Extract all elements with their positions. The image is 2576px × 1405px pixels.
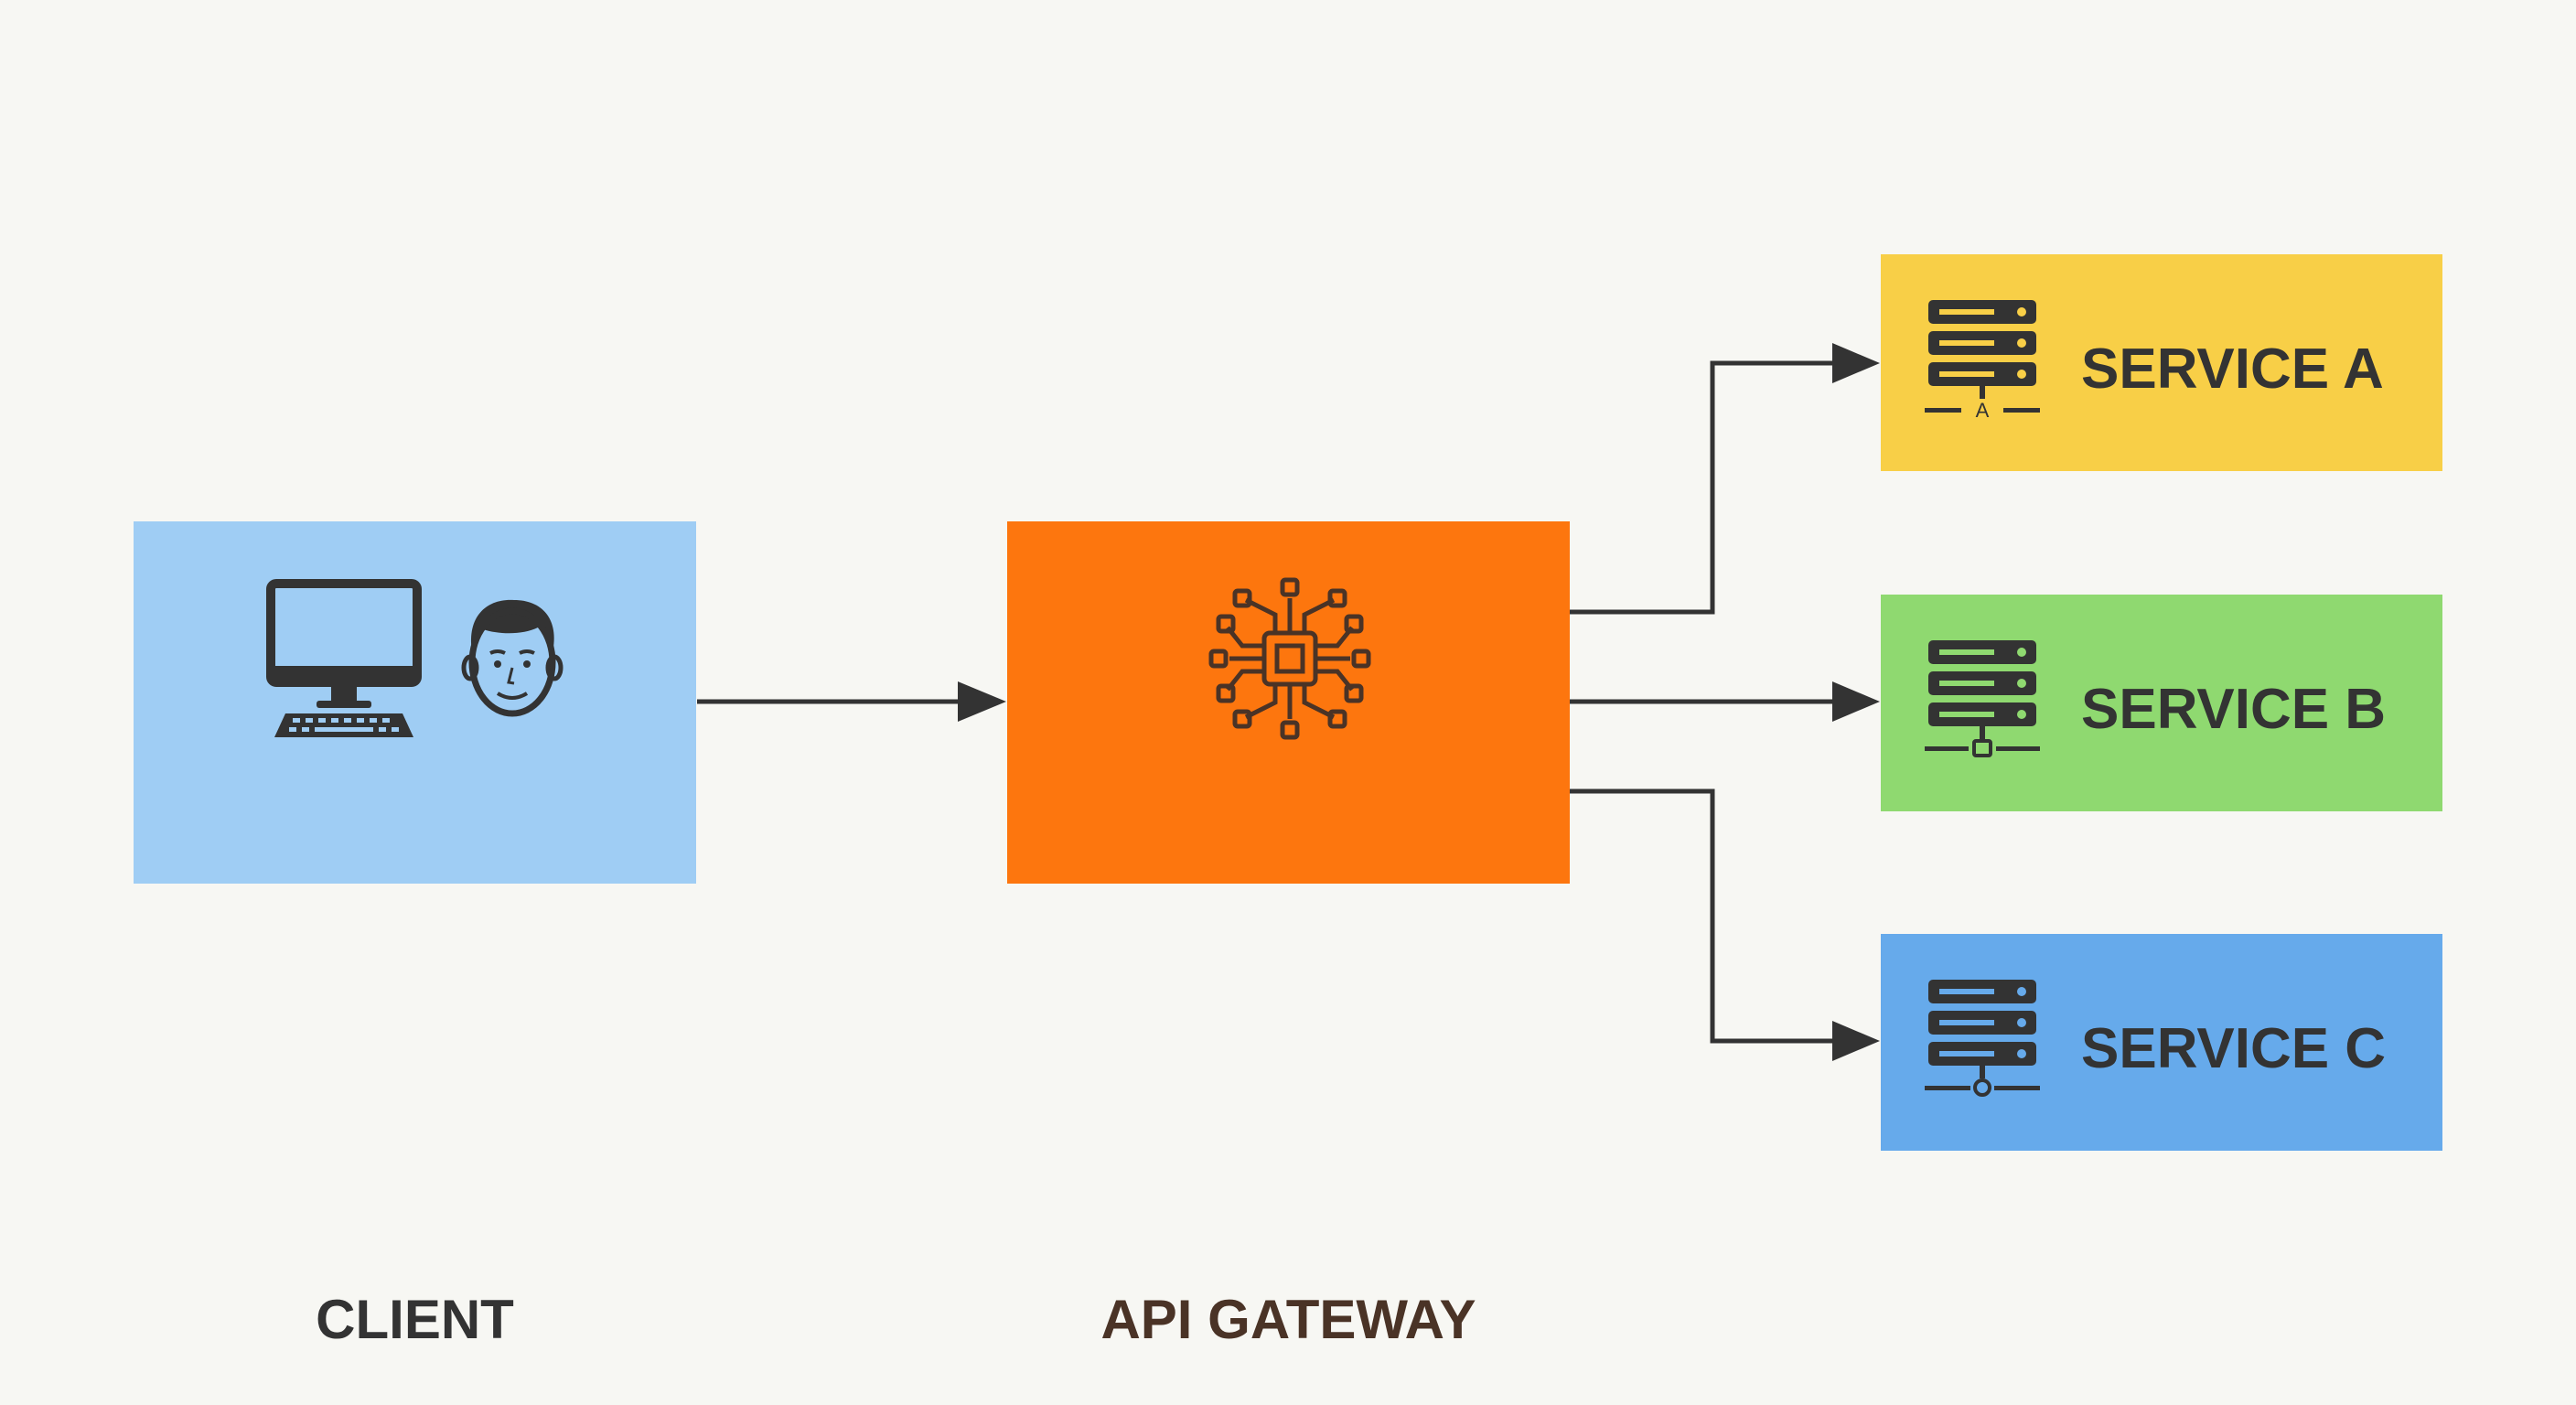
service-c-label: SERVICE C bbox=[2081, 1017, 2387, 1080]
edge-gateway-to-service-a bbox=[1570, 343, 1880, 615]
service-b-label: SERVICE B bbox=[2081, 678, 2387, 741]
service-b-node[interactable]: SERVICE B bbox=[1881, 595, 2442, 811]
service-a-badge: A bbox=[1976, 399, 1990, 422]
service-a-label: SERVICE A bbox=[2081, 338, 2384, 401]
api-gateway-node[interactable]: API GATEWAY bbox=[1007, 521, 1570, 1350]
arrowhead-icon bbox=[1832, 343, 1880, 383]
service-a-node[interactable]: A SERVICE A bbox=[1881, 254, 2442, 471]
service-c-node[interactable]: SERVICE C bbox=[1881, 934, 2442, 1151]
client-label: CLIENT bbox=[316, 1289, 514, 1350]
api-gateway-label: API GATEWAY bbox=[1100, 1289, 1476, 1350]
edge-gateway-to-service-c bbox=[1570, 788, 1880, 1061]
edge-gateway-to-service-b bbox=[1570, 681, 1880, 722]
arrowhead-icon bbox=[1832, 1021, 1880, 1061]
server-stack-icon bbox=[1925, 980, 2040, 1097]
arrowhead-icon bbox=[958, 681, 1006, 722]
client-node[interactable]: CLIENT bbox=[134, 521, 696, 1350]
edge-client-to-gateway bbox=[697, 681, 1006, 722]
desktop-computer-icon bbox=[266, 579, 422, 737]
network-hub-icon bbox=[1208, 577, 1371, 740]
arrowhead-icon bbox=[1832, 681, 1880, 722]
user-face-icon bbox=[461, 599, 564, 717]
server-stack-icon bbox=[1925, 640, 2040, 757]
server-stack-icon: A bbox=[1925, 300, 2040, 422]
